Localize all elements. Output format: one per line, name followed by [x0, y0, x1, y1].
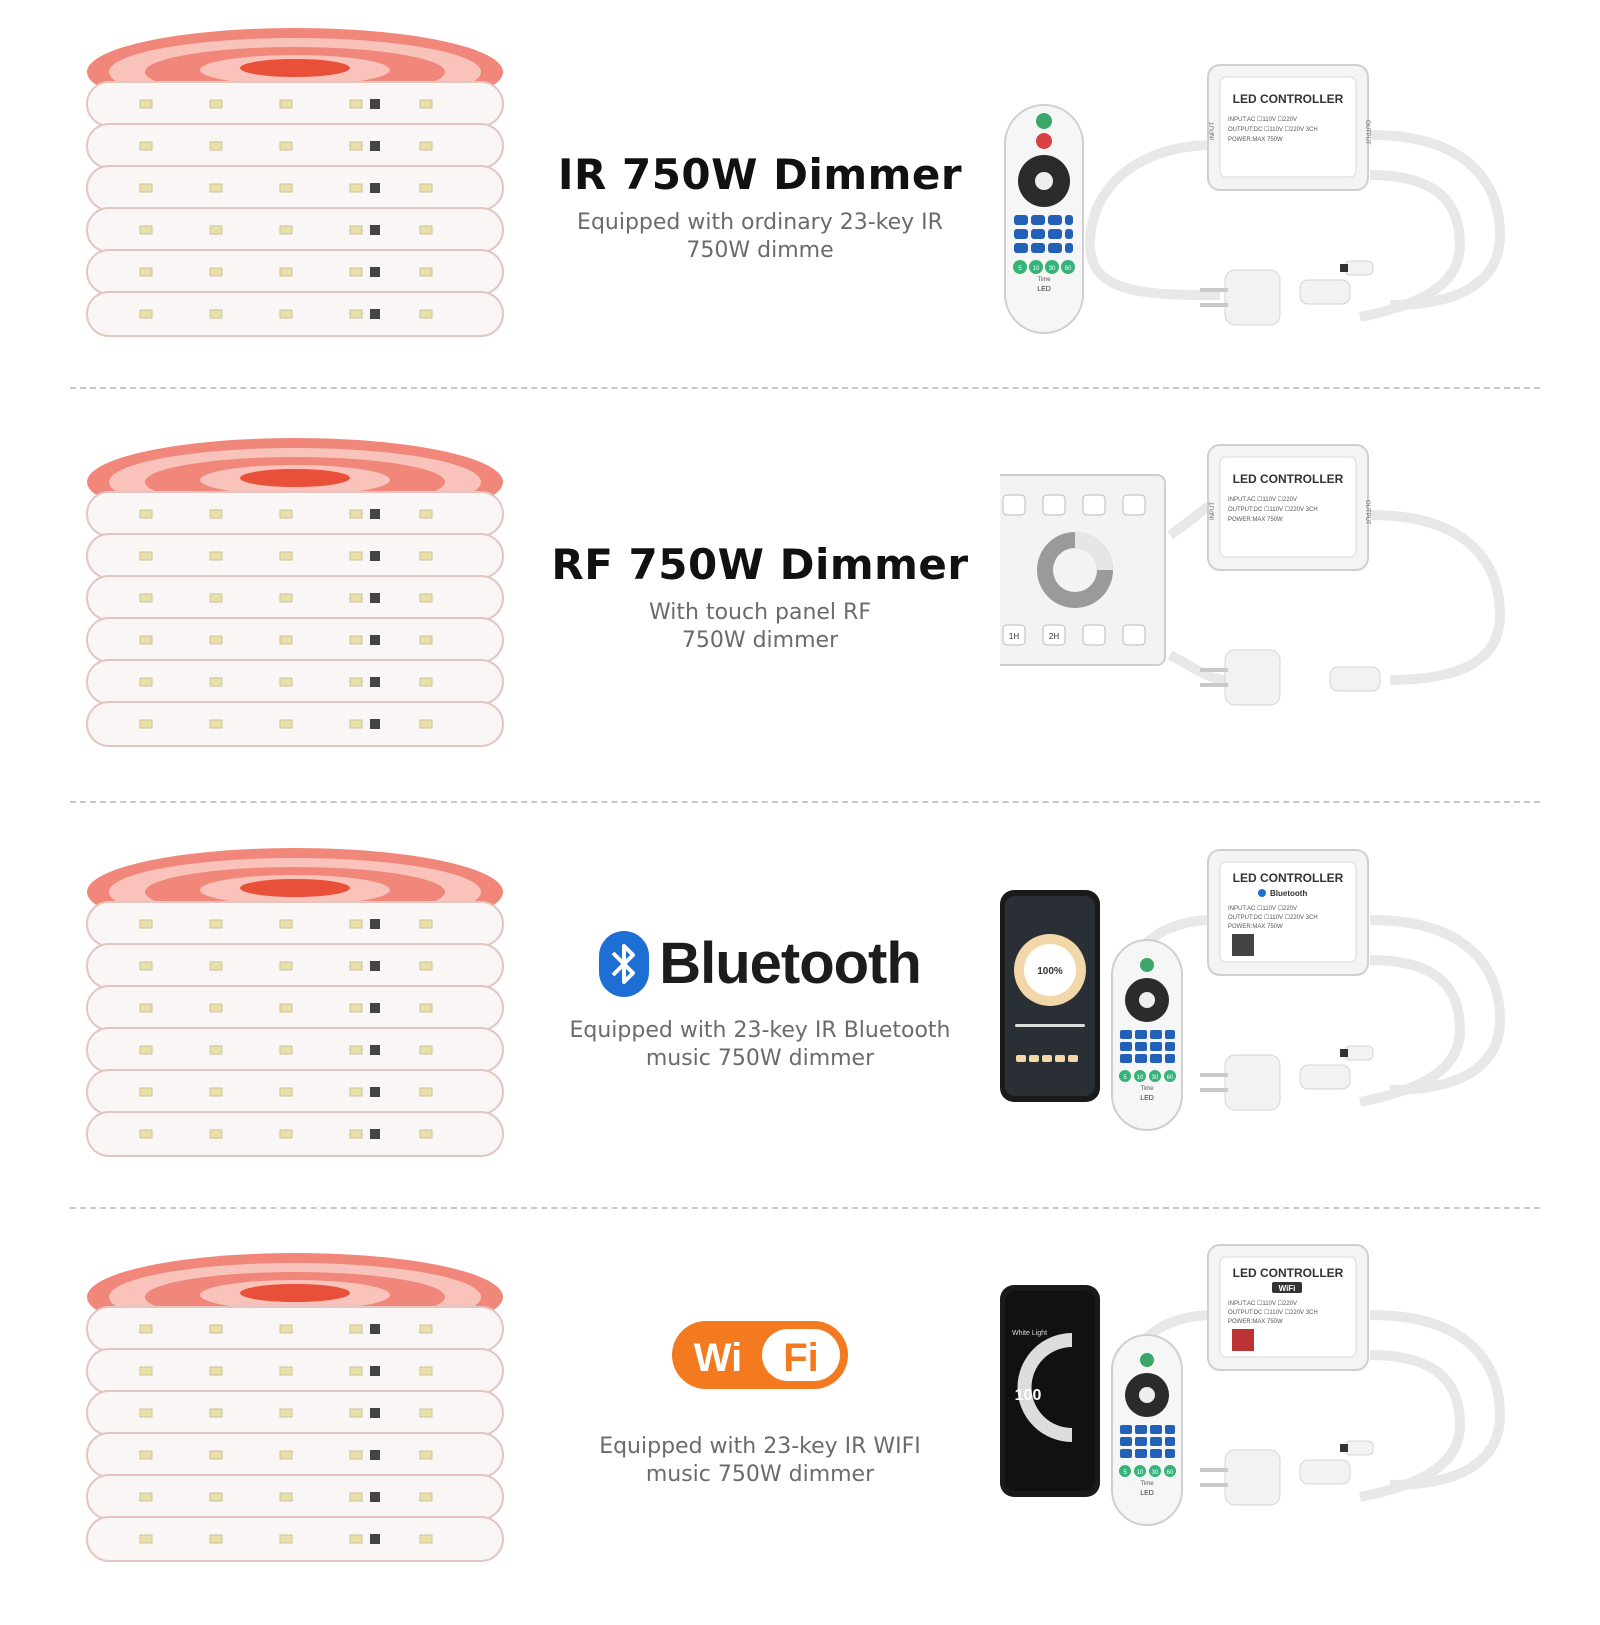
controller-title: LED CONTROLLER	[1233, 472, 1344, 486]
phone-header: White Light	[1012, 1330, 1047, 1337]
remote-time-label: Time	[1037, 277, 1051, 283]
section-bluetooth: Bluetooth Equipped with 23-key IR Blueto…	[0, 830, 1600, 1220]
section-subtitle: Equipped with ordinary 23-key IR 750W di…	[540, 209, 980, 265]
phone-level: 100%	[1037, 966, 1063, 977]
controller-spec: POWER:MAX 750W	[1228, 924, 1283, 930]
input-label: INPUT	[1210, 502, 1216, 520]
section-text: Wi Fi Equipped with 23-key IR WIFI music…	[540, 1315, 980, 1489]
timer-key: 5	[1123, 1470, 1127, 1476]
wifi-logo-icon: Wi Fi	[672, 1321, 848, 1389]
controller-spec: OUTPUT:DC ☐110V ☐220V 3CH	[1228, 914, 1318, 921]
led-strip-reel-image	[86, 848, 504, 1157]
subtitle-line: music 750W dimmer	[645, 1462, 875, 1487]
timer-key: 10	[1033, 266, 1040, 272]
bluetooth-icon	[599, 930, 650, 997]
output-label: OUTPUT	[1364, 500, 1370, 525]
remote-brand: LED	[1140, 1095, 1154, 1102]
controller-spec: INPUT:AC ☐110V ☐220V	[1228, 496, 1297, 503]
timer-key: 60	[1065, 266, 1072, 272]
section-divider	[70, 801, 1540, 803]
subtitle-line: 750W dimme	[686, 238, 834, 263]
panel-key: 1H	[1009, 632, 1019, 641]
ir-controller-kit-image: LED CONTROLLER INPUT:AC ☐110V ☐220V OUTP…	[1004, 64, 1506, 334]
subtitle-line: 750W dimmer	[681, 628, 839, 653]
output-label: OUTPUT	[1364, 120, 1370, 145]
controller-spec: INPUT:AC ☐110V ☐220V	[1228, 116, 1297, 123]
section-ir: IR 750W Dimmer Equipped with ordinary 23…	[0, 0, 1600, 390]
input-label: INPUT	[1210, 122, 1216, 140]
subtitle-line: Equipped with ordinary 23-key IR	[577, 210, 943, 235]
timer-key: 30	[1049, 266, 1056, 272]
wifi-controller-kit-image: LED CONTROLLER WiFi INPUT:AC ☐110V ☐220V…	[1000, 1244, 1506, 1526]
section-subtitle: With touch panel RF 750W dimmer	[540, 599, 980, 655]
timer-key: 10	[1137, 1470, 1144, 1476]
controller-bluetooth-label: Bluetooth	[1270, 889, 1307, 898]
subtitle-line: music 750W dimmer	[645, 1046, 875, 1071]
controller-spec: INPUT:AC ☐110V ☐220V	[1228, 905, 1297, 912]
timer-key: 10	[1137, 1075, 1144, 1081]
timer-key: 5	[1018, 266, 1022, 272]
controller-spec: OUTPUT:DC ☐110V ☐220V 3CH	[1228, 1309, 1318, 1316]
controller-spec: POWER:MAX 750W	[1228, 137, 1283, 143]
led-strip-reel-image	[86, 438, 504, 747]
remote-brand: LED	[1140, 1490, 1154, 1497]
timer-key: 5	[1123, 1075, 1127, 1081]
section-divider	[70, 1207, 1540, 1209]
timer-key: 60	[1167, 1075, 1174, 1081]
timer-key: 30	[1152, 1470, 1159, 1476]
remote-time-label: Time	[1140, 1481, 1154, 1487]
controller-wifi-label: WiFi	[1279, 1284, 1296, 1293]
controller-title: LED CONTROLLER	[1233, 871, 1344, 885]
svg-text:Wi: Wi	[694, 1336, 743, 1380]
controller-spec: OUTPUT:DC ☐110V ☐220V 3CH	[1228, 506, 1318, 513]
phone-level: 100	[1015, 1387, 1042, 1404]
bluetooth-logo: Bluetooth	[540, 930, 980, 997]
section-text: Bluetooth Equipped with 23-key IR Blueto…	[540, 930, 980, 1073]
svg-text:Fi: Fi	[783, 1336, 819, 1380]
controller-title: LED CONTROLLER	[1233, 1266, 1344, 1280]
wifi-logo: Wi Fi	[540, 1315, 980, 1395]
timer-key: 60	[1167, 1470, 1174, 1476]
section-title: Bluetooth	[659, 931, 922, 996]
panel-key: 2H	[1049, 632, 1059, 641]
timer-key: 30	[1152, 1075, 1159, 1081]
bluetooth-controller-kit-image: LED CONTROLLER Bluetooth INPUT:AC ☐110V …	[1000, 849, 1506, 1131]
section-divider	[70, 387, 1540, 389]
remote-time-label: Time	[1140, 1086, 1154, 1092]
section-wifi: Wi Fi Equipped with 23-key IR WIFI music…	[0, 1235, 1600, 1625]
controller-spec: OUTPUT:DC ☐110V ☐220V 3CH	[1228, 126, 1318, 133]
led-strip-reel-image	[86, 1253, 504, 1562]
section-subtitle: Equipped with 23-key IR WIFI music 750W …	[540, 1433, 980, 1489]
remote-brand: LED	[1037, 286, 1051, 293]
section-title: RF 750W Dimmer	[551, 540, 969, 589]
subtitle-line: Equipped with 23-key IR Bluetooth	[569, 1018, 951, 1043]
subtitle-line: Equipped with 23-key IR WIFI	[599, 1434, 921, 1459]
controller-spec: POWER:MAX 750W	[1228, 1319, 1283, 1325]
section-title: IR 750W Dimmer	[557, 150, 963, 199]
subtitle-line: With touch panel RF	[649, 600, 871, 625]
section-text: IR 750W Dimmer Equipped with ordinary 23…	[540, 150, 980, 265]
section-rf: RF 750W Dimmer With touch panel RF 750W …	[0, 410, 1600, 800]
controller-spec: POWER:MAX 750W	[1228, 517, 1283, 523]
controller-title: LED CONTROLLER	[1233, 92, 1344, 106]
section-text: RF 750W Dimmer With touch panel RF 750W …	[540, 540, 980, 655]
section-subtitle: Equipped with 23-key IR Bluetooth music …	[540, 1017, 980, 1073]
led-strip-reel-image	[86, 28, 504, 337]
rf-controller-kit-image: LED CONTROLLER INPUT:AC ☐110V ☐220V OUTP…	[1000, 444, 1506, 706]
controller-spec: INPUT:AC ☐110V ☐220V	[1228, 1300, 1297, 1307]
